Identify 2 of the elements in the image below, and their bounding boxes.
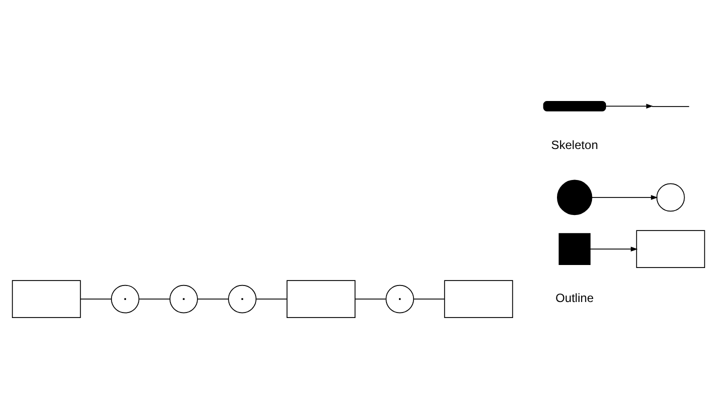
label: Outline [556,291,594,306]
label: Skeleton [551,138,598,152]
